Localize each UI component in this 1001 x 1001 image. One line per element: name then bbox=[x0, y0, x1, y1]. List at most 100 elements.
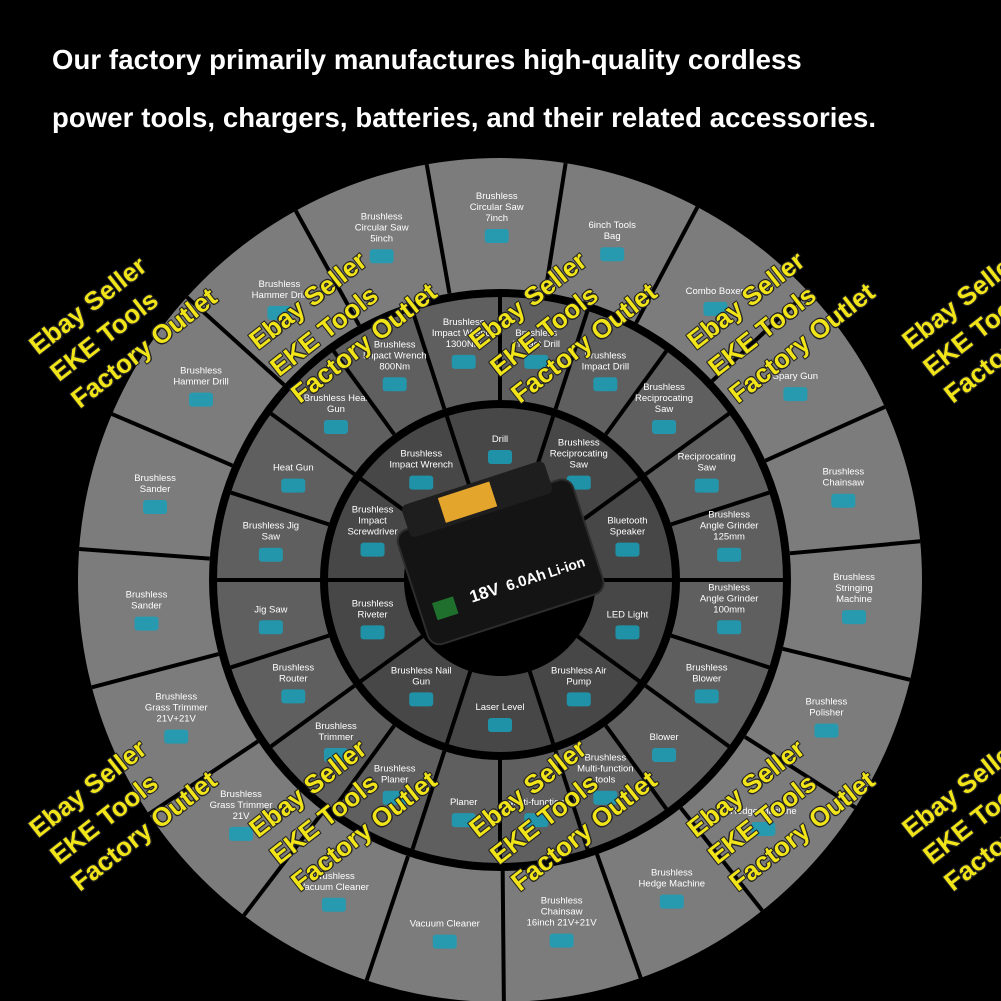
tool-photo-icon bbox=[842, 610, 867, 625]
segment-divider bbox=[230, 633, 330, 670]
tool-photo-icon bbox=[323, 419, 348, 434]
segment-divider bbox=[111, 412, 234, 468]
tool-photo-icon bbox=[751, 822, 776, 837]
segment-divider bbox=[604, 724, 668, 811]
tool-photo-icon bbox=[382, 377, 407, 392]
tool-photo-icon bbox=[409, 692, 434, 707]
segment-divider bbox=[782, 646, 911, 682]
segment-divider bbox=[91, 652, 220, 690]
tool-photo-icon bbox=[831, 493, 856, 508]
segment-divider bbox=[670, 490, 770, 527]
segment-divider bbox=[789, 539, 921, 556]
headline-line-1: Our factory primarily manufactures high-… bbox=[52, 44, 802, 75]
tool-label: Heat Gun bbox=[273, 463, 314, 474]
tool-label: Hedge Machine bbox=[730, 806, 797, 817]
tool-photo-icon bbox=[488, 450, 512, 464]
tool-photo-icon bbox=[717, 620, 742, 635]
tool-photo-icon bbox=[382, 790, 407, 805]
segment-divider bbox=[444, 415, 473, 490]
tool-photo-icon bbox=[451, 354, 476, 369]
segment-divider bbox=[679, 806, 764, 912]
tool-photo-icon bbox=[615, 542, 640, 557]
segment-divider bbox=[634, 206, 700, 324]
segment-divider bbox=[553, 310, 590, 410]
tool-label: LED Light bbox=[607, 609, 649, 620]
tool-photo-icon bbox=[652, 419, 677, 434]
tool-label: Planer bbox=[450, 797, 477, 808]
tool-label: Combo Boxes bbox=[686, 286, 746, 297]
tool-photo-icon bbox=[360, 542, 385, 557]
tool-photo-icon bbox=[659, 894, 684, 909]
tool-photo-icon bbox=[524, 813, 549, 828]
tool-photo-icon bbox=[703, 301, 728, 316]
battery-illustration: 18V 6.0Ah Li-ion bbox=[396, 461, 605, 646]
segment-divider bbox=[269, 412, 356, 476]
tool-photo-icon bbox=[258, 620, 283, 635]
tool-photo-icon bbox=[360, 625, 385, 640]
tool-photo-icon bbox=[369, 249, 394, 264]
tool-photo-icon bbox=[321, 897, 346, 912]
tool-photo-icon bbox=[409, 475, 434, 490]
tool-photo-icon bbox=[488, 718, 512, 732]
tool-photo-icon bbox=[566, 692, 591, 707]
segment-divider bbox=[595, 853, 643, 979]
segment-divider bbox=[359, 634, 424, 683]
tool-photo-icon bbox=[593, 790, 618, 805]
tool-label: Spary Gun bbox=[773, 371, 818, 382]
tool-photo-icon bbox=[694, 689, 719, 704]
segment-divider bbox=[576, 477, 641, 526]
segment-divider bbox=[78, 547, 210, 561]
segment-divider bbox=[269, 684, 356, 748]
segment-divider bbox=[185, 295, 286, 387]
segment-divider bbox=[644, 412, 731, 476]
tool-photo-icon bbox=[323, 748, 348, 763]
tool-photo-icon bbox=[652, 748, 677, 763]
segment-divider bbox=[147, 739, 259, 816]
segment-divider bbox=[670, 633, 770, 670]
tool-label: Jig Saw bbox=[254, 604, 287, 615]
segment-divider bbox=[424, 164, 452, 294]
tool-photo-icon bbox=[134, 616, 159, 631]
tool-photo-icon bbox=[694, 478, 719, 493]
tool-photo-icon bbox=[189, 392, 214, 407]
segment-divider bbox=[500, 870, 506, 1001]
tool-label: Blower bbox=[650, 732, 679, 743]
tool-photo-icon bbox=[615, 625, 640, 640]
tool-label: Vacuum Cleaner bbox=[410, 919, 480, 930]
tool-photo-icon bbox=[432, 934, 457, 949]
tool-photo-icon bbox=[814, 723, 839, 738]
tool-photo-icon bbox=[281, 478, 306, 493]
tool-photo-icon bbox=[143, 500, 168, 515]
